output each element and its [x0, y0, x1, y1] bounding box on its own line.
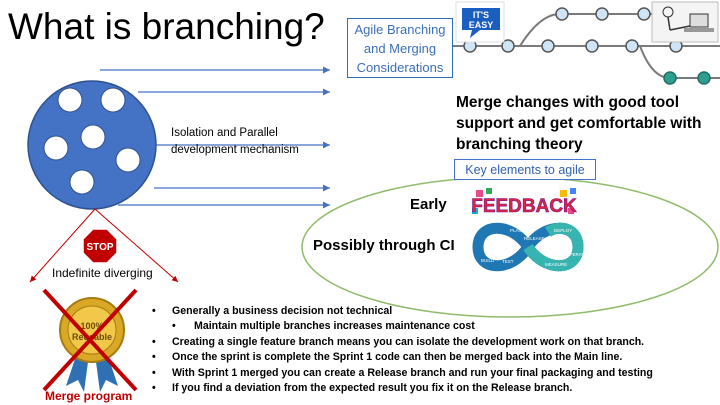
diverge-arrow-right	[94, 208, 179, 283]
reusable-badge-icon: 100% Reusable	[59, 297, 125, 392]
indefinite-diverging-label: Indefinite diverging	[52, 266, 153, 280]
bullet-list: Generally a business decision not techni…	[152, 304, 718, 397]
page-title: What is branching?	[8, 6, 325, 47]
devops-plan: PLAN	[510, 228, 522, 233]
devops-test: TEST	[502, 259, 514, 264]
bullet-item: Creating a single feature branch means y…	[152, 335, 718, 351]
stop-sign-icon: STOP	[82, 228, 118, 264]
bullet-subitem: Maintain multiple branches increases mai…	[152, 319, 718, 335]
git-graph	[462, 7, 720, 85]
key-elements-box: Key elements to agile	[454, 159, 596, 180]
devops-release: RELEASE	[524, 236, 545, 241]
person-at-computer-icon	[651, 1, 719, 43]
branch-circle	[27, 80, 157, 210]
devops-measure: MEASURE	[545, 262, 567, 267]
isolation-line1: Isolation and Parallel	[171, 127, 278, 139]
cross-out-line-2	[42, 288, 138, 392]
its-easy-badge: IT'S EASY	[455, 1, 505, 43]
possibly-ci-label: Possibly through CI	[313, 237, 455, 254]
agile-box-line3: Considerations	[356, 59, 444, 75]
merge-program-label: Merge program	[45, 389, 133, 403]
agile-box-line2: and Merging	[363, 40, 437, 56]
diverge-arrow-left	[29, 208, 96, 283]
feedback-word: FEEDBACK	[471, 196, 577, 217]
devops-operate: OPERATE	[566, 252, 587, 257]
branch-arrows	[100, 66, 330, 209]
merge-changes-text: Merge changes with good tool support and…	[456, 94, 702, 153]
bullet-item: With Sprint 1 merged you can create a Re…	[152, 366, 718, 382]
its-easy-line2: EASY	[469, 20, 494, 30]
stop-label: STOP	[86, 242, 113, 253]
its-easy-line1: IT'S	[473, 10, 489, 20]
isolation-line2: development mechanism	[171, 144, 299, 156]
agile-box-line1: Agile Branching	[354, 21, 446, 37]
isolation-text: Isolation and Parallel development mecha…	[171, 125, 299, 159]
early-label: Early	[410, 196, 447, 213]
bullet-item: Generally a business decision not techni…	[152, 304, 718, 320]
agile-branching-box: Agile Branching and Merging Consideratio…	[347, 18, 453, 78]
bullet-item: If you find a deviation from the expecte…	[152, 381, 718, 397]
reusable-percent: 100%	[80, 321, 103, 331]
feedback-graphic: FEEDBACK	[470, 186, 578, 218]
devops-infinity-icon: CODE PLAN BUILD RELEASE DEPLOY TEST MEAS…	[472, 222, 587, 272]
devops-code: CODE	[490, 234, 503, 239]
bullet-item: Once the sprint is complete the Sprint 1…	[152, 350, 718, 366]
devops-deploy: DEPLOY	[554, 228, 572, 233]
devops-build: BUILD	[481, 258, 495, 263]
